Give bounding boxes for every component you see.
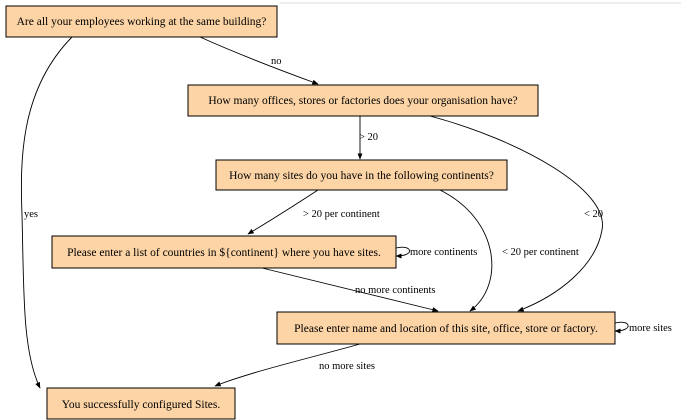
edge-label-lt20: < 20 bbox=[584, 209, 603, 220]
edge-more-sites bbox=[614, 321, 629, 334]
node-building-label: Are all your employees working at the sa… bbox=[17, 16, 267, 28]
edge-more-continents bbox=[395, 246, 410, 259]
node-offices-box bbox=[187, 84, 539, 117]
node-sites-box bbox=[215, 159, 508, 191]
node-done-box bbox=[46, 387, 236, 420]
edge-lt20 bbox=[429, 115, 603, 312]
edge-label-yes: yes bbox=[24, 209, 38, 220]
edges: no yes > 20 < 20 > 20 per continent < 20… bbox=[20, 36, 672, 389]
edge-no bbox=[199, 36, 319, 85]
node-countries-question: Please enter a list of countries in ${co… bbox=[51, 235, 397, 269]
node-done-label: You successfully configured Sites. bbox=[62, 399, 221, 411]
edge-label-no-more-continents: no more continents bbox=[355, 285, 435, 296]
node-building-box bbox=[5, 5, 278, 38]
edge-label-lt20-per-continent: < 20 per continent bbox=[502, 247, 579, 258]
node-building-question: Are all your employees working at the sa… bbox=[5, 5, 278, 38]
node-offices-question: How many offices, stores or factories do… bbox=[187, 84, 539, 117]
node-done: You successfully configured Sites. bbox=[46, 387, 236, 420]
node-countries-label: Please enter a list of countries in ${co… bbox=[67, 246, 381, 259]
node-location-box bbox=[276, 311, 616, 345]
edge-label-no: no bbox=[271, 56, 282, 67]
edge-label-gt20: > 20 bbox=[359, 132, 378, 143]
node-offices-label: How many offices, stores or factories do… bbox=[208, 95, 517, 107]
edge-no-more-sites bbox=[214, 343, 361, 387]
edge-gt20-per-continent bbox=[247, 189, 319, 235]
node-location-question: Please enter name and location of this s… bbox=[276, 311, 616, 345]
node-sites-label: How many sites do you have in the follow… bbox=[229, 170, 494, 182]
edge-yes bbox=[20, 36, 73, 389]
edge-label-more-continents: more continents bbox=[410, 247, 477, 258]
edge-lt20-per-continent bbox=[439, 189, 493, 312]
edge-label-more-sites: more sites bbox=[629, 323, 672, 334]
node-countries-box bbox=[51, 235, 397, 269]
edge-label-no-more-sites: no more sites bbox=[319, 361, 375, 372]
node-sites-question: How many sites do you have in the follow… bbox=[215, 159, 508, 191]
edge-label-gt20-per-continent: > 20 per continent bbox=[303, 209, 380, 220]
edge-no-more-continents bbox=[261, 267, 439, 313]
node-location-label: Please enter name and location of this s… bbox=[294, 323, 598, 335]
